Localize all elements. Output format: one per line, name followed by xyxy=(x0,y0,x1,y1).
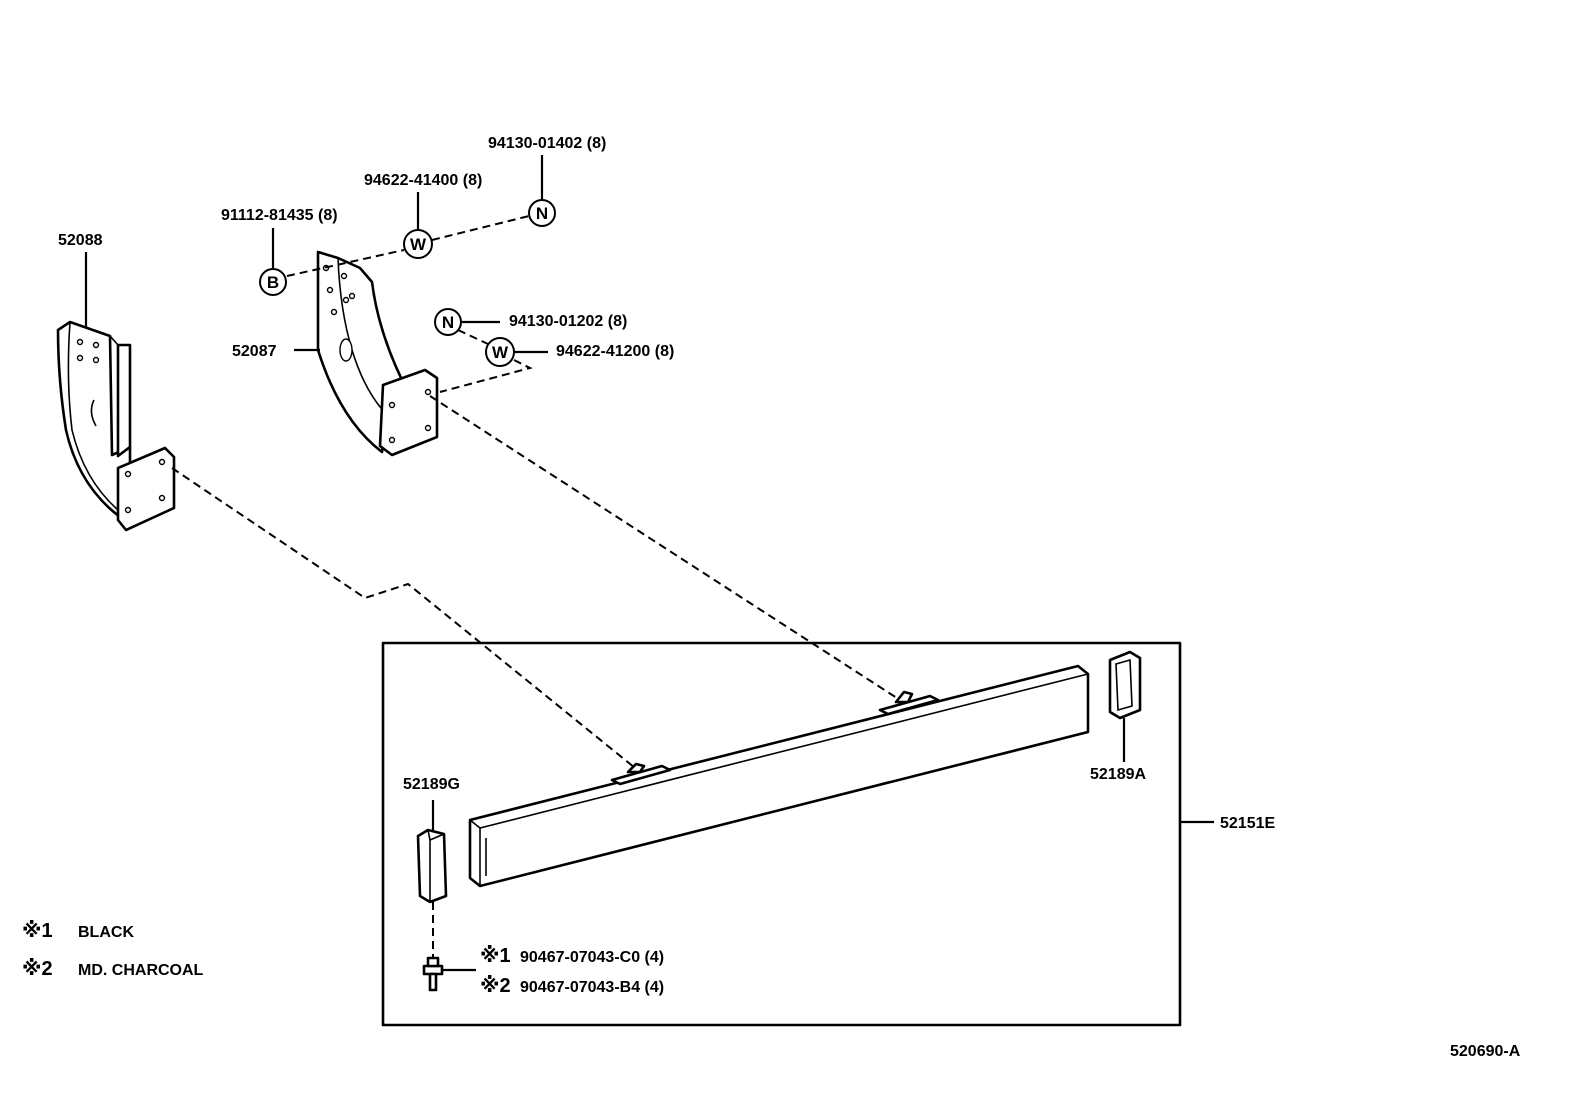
mark-1-c0: ※1 xyxy=(480,945,511,967)
clip-screw xyxy=(422,956,476,992)
callout-washer-2: W xyxy=(485,337,548,367)
label-94130-01202: 94130-01202 (8) xyxy=(509,313,627,330)
legend-charcoal: MD. CHARCOAL xyxy=(78,962,204,979)
label-90467-07043-C0: 90467-07043-C0 (4) xyxy=(520,949,664,966)
label-52189G: 52189G xyxy=(403,776,460,793)
washer-symbol-1: W xyxy=(410,235,427,254)
label-90467-07043-B4: 90467-07043-B4 (4) xyxy=(520,979,664,996)
end-cap-52189A xyxy=(1108,650,1142,762)
legend-mark-1: ※1 xyxy=(22,920,53,942)
callout-bolt: B xyxy=(259,228,287,296)
label-94130-01402: 94130-01402 (8) xyxy=(488,135,606,152)
label-52189A: 52189A xyxy=(1090,766,1146,783)
label-94622-41400: 94622-41400 (8) xyxy=(364,172,482,189)
label-52087: 52087 xyxy=(232,343,277,360)
assembly-frame xyxy=(381,641,1182,1027)
end-cap-52189G xyxy=(416,800,448,958)
callout-washer-1: W xyxy=(403,192,433,259)
label-52088: 52088 xyxy=(58,232,103,249)
mark-2-b4: ※2 xyxy=(480,975,511,997)
nut-symbol-2: N xyxy=(442,313,454,332)
label-91112-81435: 91112-81435 (8) xyxy=(221,207,338,224)
bolt-symbol: B xyxy=(267,273,279,292)
callout-nut-2: N xyxy=(434,308,500,336)
diagram-code: 520690-A xyxy=(1450,1043,1521,1060)
label-94622-41200: 94622-41200 (8) xyxy=(556,343,674,360)
nut-symbol-1: N xyxy=(536,204,548,223)
legend-mark-2: ※2 xyxy=(22,958,53,980)
legend-black: BLACK xyxy=(78,924,134,941)
washer-symbol-2: W xyxy=(492,343,509,362)
bracket-52088 xyxy=(56,320,176,532)
bracket-52087 xyxy=(316,250,439,457)
label-52151E: 52151E xyxy=(1220,815,1275,832)
step-bar xyxy=(468,664,1090,888)
callout-nut-1: N xyxy=(528,155,556,227)
